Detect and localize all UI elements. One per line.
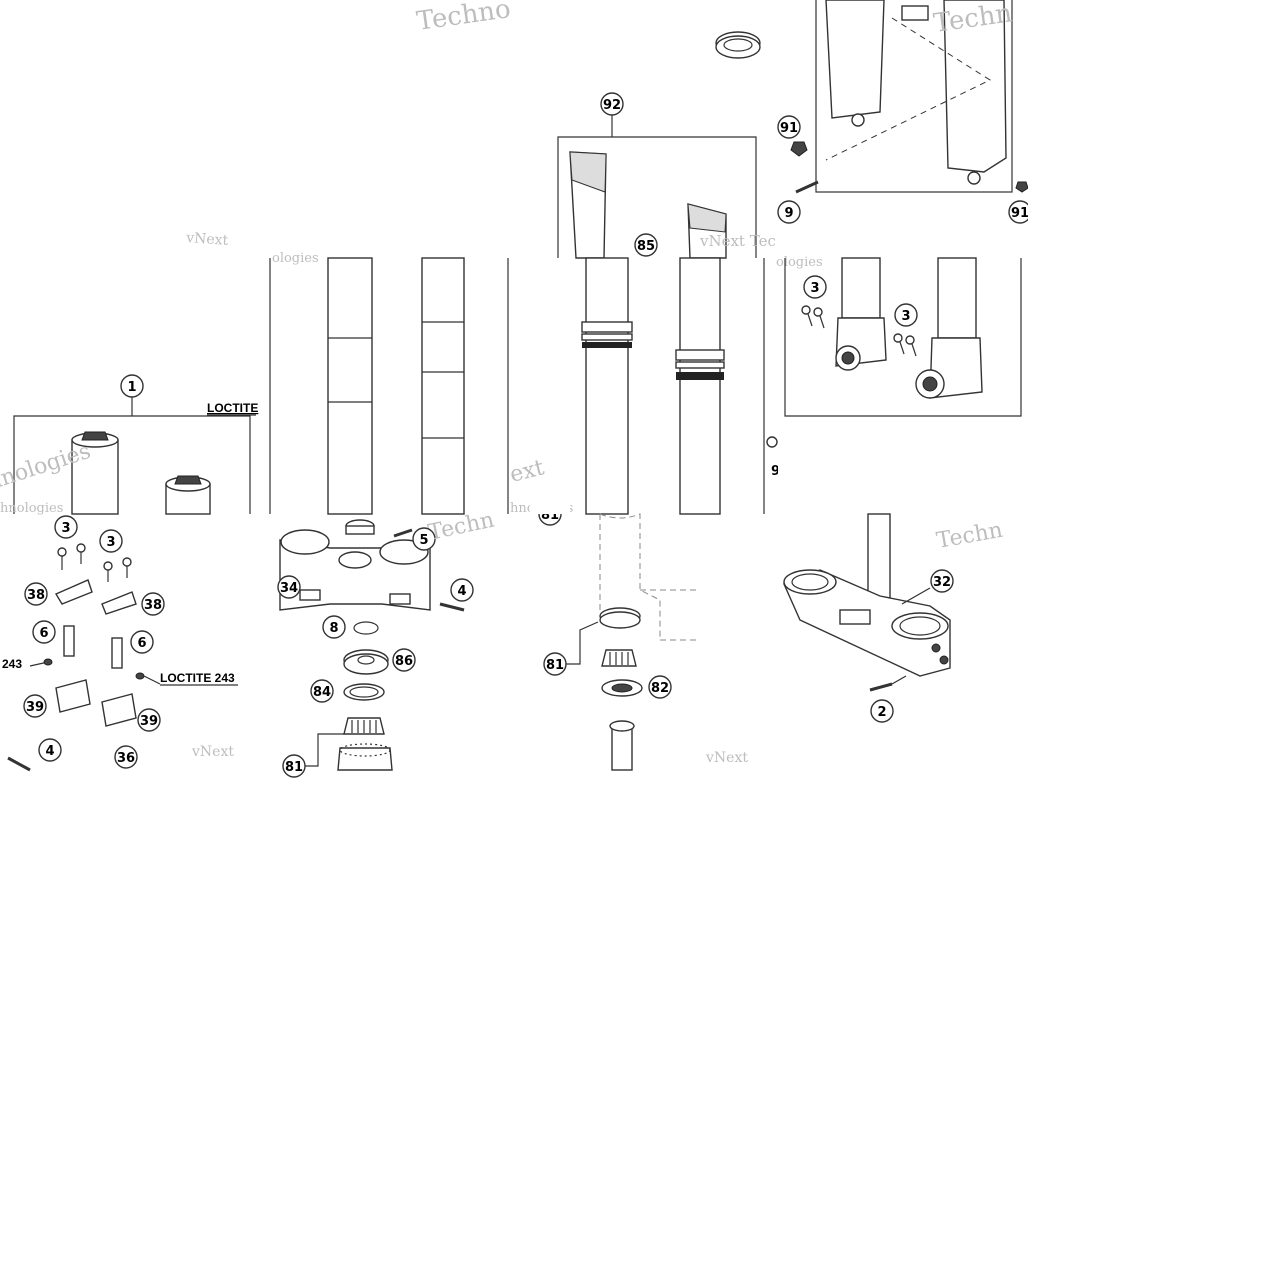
callout-92: 92 [603, 98, 621, 113]
watermark-fragment: Techn [935, 518, 1005, 554]
callout-6-a: 6 [39, 626, 48, 641]
callout-2: 2 [877, 705, 886, 720]
callout-91-right: 91 [1011, 206, 1029, 221]
retaining-ring [715, 31, 761, 59]
handlebar-clamp-base-right [101, 693, 137, 727]
tile-axle-clamps: ologies 3 3 91 [766, 255, 1022, 485]
callout-3-d: 3 [901, 309, 910, 324]
steering-stem-nut [345, 519, 375, 535]
clamp-screws [57, 543, 132, 582]
callout-8: 8 [329, 621, 338, 636]
watermark-text: vNext [185, 230, 229, 249]
callout-3-b: 3 [106, 535, 115, 550]
o-ring [353, 621, 379, 635]
tapered-bearing-lower [601, 649, 637, 667]
tile-upper-triple-clamp: 5 Techn 34 4 8 86 84 81 [277, 508, 496, 778]
callout-1: 1 [127, 380, 136, 395]
watermark-fragment: vNext [191, 744, 234, 760]
callout-39-a: 39 [26, 700, 44, 715]
kit-frame-1 [13, 415, 251, 514]
tile-lower-triple-clamp: 32 2 Techn [783, 513, 1072, 772]
tile-steering-head: 81 81 82 vNext [530, 500, 748, 771]
tile-inner-tubes: ologies [269, 251, 509, 515]
watermark-fragment: ext [507, 455, 546, 488]
callout-36: 36 [117, 751, 135, 766]
kit-frame-92 [557, 136, 757, 258]
loctite-243-label-right: LOCTITE 243 [160, 671, 235, 685]
callout-34: 34 [280, 581, 298, 596]
bleeder-screw-icon [790, 141, 808, 157]
watermark-fragment: vNext [705, 750, 748, 766]
tile-outer-tubes: Techn 91 9 91 [777, 0, 1285, 260]
watermark-fragment: hnologies [0, 501, 63, 516]
inner-tube-right [421, 257, 465, 515]
kit-frame-outer-tubes [815, 0, 1013, 193]
inner-tube-left [327, 257, 373, 515]
fork-leg-right [679, 257, 721, 515]
tile-handlebar-clamps: 3 3 38 38 6 6 243 LOCTITE 243 39 39 [2, 515, 238, 772]
callout-81-b: 81 [546, 658, 564, 673]
callout-3-a: 3 [61, 521, 70, 536]
callout-85: 85 [637, 239, 655, 254]
tapered-bearing-upper [343, 717, 385, 735]
callout-4-b: 4 [457, 584, 466, 599]
clamp-bolts-left [801, 305, 825, 329]
watermark-fragment: ologies [776, 255, 823, 270]
watermark-fragment: Techno [415, 0, 513, 37]
handlebar-clamp-top-right [101, 591, 137, 615]
watermark-fragment: vNext Tec [699, 232, 776, 250]
loctite-label: LOCTITE [207, 401, 258, 415]
tile-fork-cartridges: vNext 1 LOCTITE hnologies hnologies [0, 230, 258, 516]
tile-fork-protectors: Techno 92 85 vNext Tec [415, 0, 776, 259]
frame-head-outline [599, 513, 661, 640]
dust-cover-86 [343, 649, 389, 675]
callout-91-left: 91 [780, 121, 798, 136]
outer-tube-left [825, 0, 885, 119]
callout-38-a: 38 [27, 588, 45, 603]
callout-86: 86 [395, 654, 413, 669]
callout-6-b: 6 [137, 636, 146, 651]
tile-tubes-with-seals: ext hnologies [507, 257, 765, 516]
watermark-fragment: ologies [272, 251, 319, 266]
callout-82: 82 [651, 681, 669, 696]
callout-4-a: 4 [45, 744, 54, 759]
outer-tube-right [943, 0, 1007, 173]
callout-38-b: 38 [144, 598, 162, 613]
callout-9: 9 [784, 206, 793, 221]
handlebar-clamp-base-left [55, 679, 91, 713]
callout-5: 5 [419, 533, 428, 548]
callout-84: 84 [313, 685, 331, 700]
kit-frame-clamps [784, 258, 1022, 417]
fork-leg-left [585, 257, 629, 515]
callout-39-b: 39 [140, 714, 158, 729]
callout-32: 32 [933, 575, 951, 590]
callout-81-a: 81 [285, 760, 303, 775]
callout-3-c: 3 [810, 281, 819, 296]
clamp-bolts-right [893, 333, 917, 357]
handlebar-clamp-top-left [54, 579, 93, 605]
loctite-243-label-left: 243 [2, 657, 22, 671]
